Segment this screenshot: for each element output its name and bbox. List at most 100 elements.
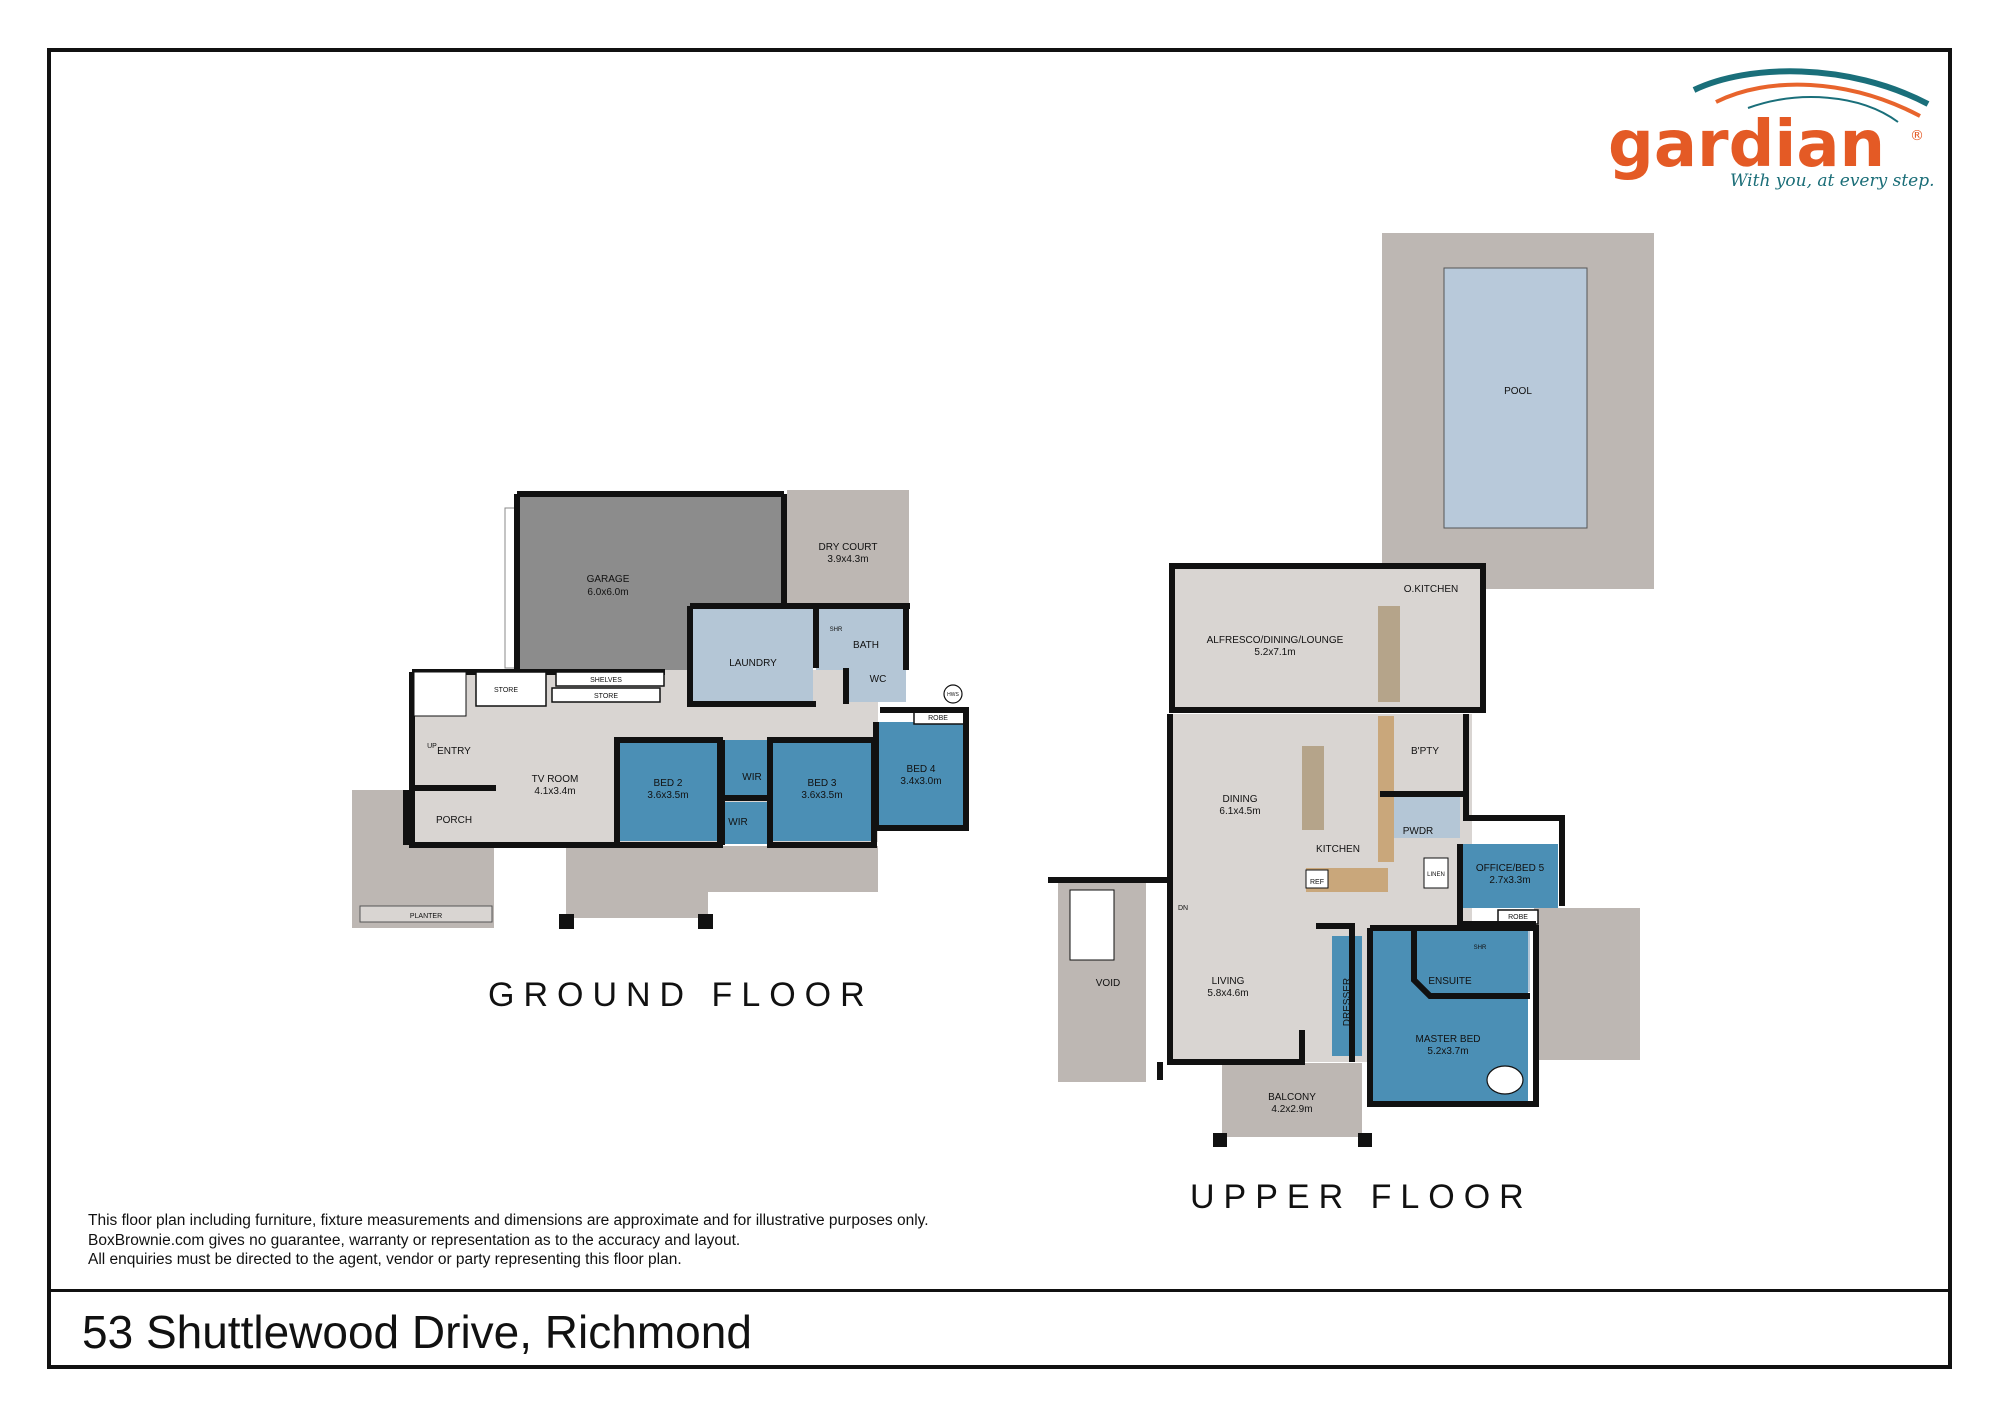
upper-floor-walls xyxy=(1048,563,1565,1107)
bed-3-label: BED 3 xyxy=(808,778,837,789)
shr-label: SHR xyxy=(830,627,843,633)
linen-label: LINEN xyxy=(1427,872,1445,878)
logo-registered-mark: ® xyxy=(1910,128,1924,144)
robe-label: ROBE xyxy=(1508,914,1528,921)
bed-2-area xyxy=(617,740,720,841)
logo-tagline: With you, at every step. xyxy=(1730,171,1935,191)
logo-wordmark: gardian xyxy=(1608,108,1885,182)
tv-room-label: TV ROOM xyxy=(532,774,579,785)
post xyxy=(1358,1133,1372,1147)
ground-floor-title: GROUND FLOOR xyxy=(488,976,874,1014)
side-deck xyxy=(1534,908,1640,1060)
planter-box xyxy=(359,905,493,923)
logo-arc-orange xyxy=(1715,82,1921,118)
dn-label: DN xyxy=(1178,905,1188,912)
office-area xyxy=(1462,844,1558,908)
office-label: OFFICE/BED 5 xyxy=(1476,863,1545,874)
dresser-label: DRESSER xyxy=(1342,978,1353,1026)
dry-court-label: DRY COURT xyxy=(819,542,878,553)
patio-area-1 xyxy=(566,846,708,918)
hws-unit xyxy=(943,684,963,704)
porch-floor xyxy=(408,790,492,842)
balcony-label: BALCONY xyxy=(1268,1092,1316,1103)
wir-2-area xyxy=(722,802,769,844)
pwdr-label: PWDR xyxy=(1403,826,1434,837)
living-size: 5.8x4.6m xyxy=(1207,988,1248,999)
ensuite-label: ENSUITE xyxy=(1428,976,1472,987)
linen-box xyxy=(1423,857,1449,889)
disclaimer-line: BoxBrownie.com gives no guarantee, warra… xyxy=(88,1231,741,1249)
bpty-floor xyxy=(1392,714,1466,774)
bed-4-label: BED 4 xyxy=(907,764,936,775)
post xyxy=(559,914,574,929)
dining-label: DINING xyxy=(1223,794,1258,805)
master-bed-size: 5.2x3.7m xyxy=(1427,1046,1468,1057)
dry-court-size: 3.9x4.3m xyxy=(827,554,868,565)
dining-size: 6.1x4.5m xyxy=(1219,806,1260,817)
up-label: UP xyxy=(427,743,437,750)
entry-label: ENTRY xyxy=(437,746,471,757)
bed-3-size: 3.6x3.5m xyxy=(801,790,842,801)
bed-3-area xyxy=(770,740,873,841)
wir-label: WIR xyxy=(742,772,761,783)
post xyxy=(698,914,713,929)
post xyxy=(1213,1133,1227,1147)
upper-floor-title: UPPER FLOOR xyxy=(1190,1178,1533,1216)
pool-label: POOL xyxy=(1504,386,1532,397)
kitchen-island xyxy=(1302,746,1324,830)
living-label: LIVING xyxy=(1212,976,1245,987)
garage-label: GARAGE xyxy=(587,574,630,585)
bath-label: BATH xyxy=(853,640,879,651)
store-label: STORE xyxy=(494,687,518,694)
wir-label: WIR xyxy=(728,817,747,828)
shr-label: SHR xyxy=(1474,945,1487,951)
laundry-area xyxy=(693,608,813,704)
robe-label: ROBE xyxy=(928,715,948,722)
dresser-area xyxy=(1332,936,1362,1056)
kitchen-label: KITCHEN xyxy=(1316,844,1360,855)
void-label: VOID xyxy=(1096,978,1120,989)
alfresco-floor xyxy=(1175,568,1483,710)
bpty-label: B'PTY xyxy=(1411,746,1439,757)
bed-4-area xyxy=(876,722,964,826)
ref-box xyxy=(1305,869,1329,889)
property-address: 53 Shuttlewood Drive, Richmond xyxy=(82,1306,752,1358)
logo-arc-thin xyxy=(1747,96,1899,123)
store-under-stair xyxy=(475,671,547,707)
stair-upper xyxy=(1069,889,1115,961)
balcony-size: 4.2x2.9m xyxy=(1271,1104,1312,1115)
shelves-box xyxy=(555,671,665,687)
bed-4-size: 3.4x3.0m xyxy=(900,776,941,787)
dry-court-area xyxy=(787,490,909,606)
bath-area xyxy=(816,608,906,670)
upper-floor-plan: POOL O.KITCHEN ALFRESCO/DINING/LOUNGE 5.… xyxy=(1048,233,1654,1147)
patio-area-2 xyxy=(708,846,878,892)
hws-label: HWS xyxy=(947,692,959,698)
kitchen-bench xyxy=(1378,716,1394,862)
disclaimer: This floor plan including furniture, fix… xyxy=(88,1211,929,1270)
bed-2-label: BED 2 xyxy=(654,778,683,789)
logo-arc-teal xyxy=(1692,68,1930,107)
stair-ground xyxy=(413,671,467,717)
planter-label: PLANTER xyxy=(410,913,442,920)
bathtub xyxy=(1486,1065,1524,1095)
balcony-area xyxy=(1222,1063,1362,1137)
shelves-label: SHELVES xyxy=(590,677,622,684)
store-box xyxy=(551,687,661,703)
ground-floor-plan: GARAGE 6.0x6.0m DRY COURT 3.9x4.3m LAUND… xyxy=(352,490,969,929)
disclaimer-line: All enquiries must be directed to the ag… xyxy=(88,1251,682,1268)
bed-2-size: 3.6x3.5m xyxy=(647,790,688,801)
master-bed-label: MASTER BED xyxy=(1415,1034,1480,1045)
footer-divider xyxy=(47,1289,1952,1292)
wc-label: WC xyxy=(870,674,887,685)
alfresco-bench xyxy=(1378,606,1400,702)
porch-label: PORCH xyxy=(436,815,472,826)
alfresco-label: ALFRESCO/DINING/LOUNGE xyxy=(1207,635,1344,646)
entry-floor xyxy=(414,710,498,792)
wir-1-area xyxy=(724,740,769,796)
laundry-label: LAUNDRY xyxy=(729,658,777,669)
pool-water xyxy=(1443,267,1588,529)
alfresco-size: 5.2x7.1m xyxy=(1254,647,1295,658)
tv-room-size: 4.1x3.4m xyxy=(534,786,575,797)
